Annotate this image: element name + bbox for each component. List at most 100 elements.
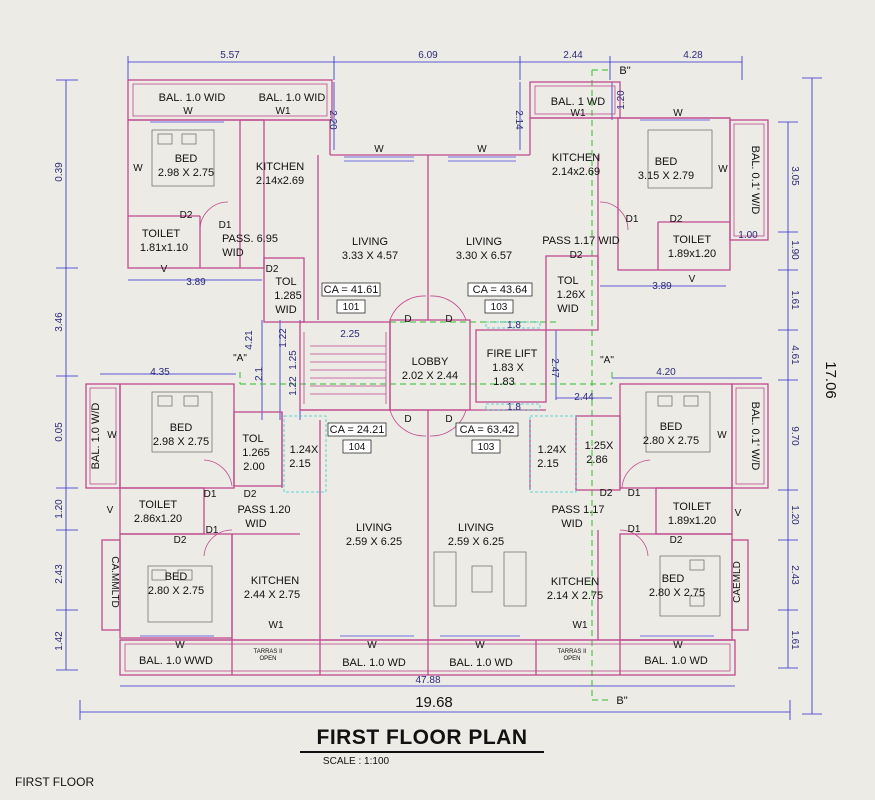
door-tag: D [445, 414, 452, 425]
overall-depth: 17.06 [822, 361, 839, 399]
dimension: 9.70 [789, 426, 800, 446]
carpet-area: CA = 43.64 [473, 284, 528, 296]
door-tag: D2 [670, 535, 683, 546]
section-marker: "A" [600, 355, 614, 366]
room-label: BAL. 1.0 WID [259, 92, 326, 104]
window-tag: W [107, 430, 117, 441]
room-dimension: 3.30 X 6.57 [456, 250, 512, 262]
dimension-texts: 5.57 6.09 2.44 4.28 47.88 19.68 17.06 0.… [54, 50, 839, 711]
room-labels: BAL. 1.0 WID BAL. 1.0 WID BAL. 1 WD BAL.… [90, 92, 761, 669]
room-label: BAL. 1.0 WD [449, 657, 513, 669]
walls [85, 79, 769, 676]
dimension: 1.00 [738, 230, 758, 241]
window-tag: W1 [573, 620, 588, 631]
door-tag: D2 [570, 250, 583, 261]
note-text: OPEN [563, 656, 580, 662]
room-label: PASS 1.17 WID [542, 235, 619, 247]
title-block: FIRST FLOOR PLAN [300, 726, 544, 753]
room-label: BAL. 1.0 W/D [90, 403, 102, 470]
room-label: BED [170, 422, 193, 434]
room-dimension: 1.89x1.20 [668, 248, 716, 260]
room-label: 1.25X [585, 440, 614, 452]
unit-number: 101 [343, 302, 360, 313]
room-dimension: 1.265 [242, 447, 270, 459]
room-label: BED [175, 153, 198, 165]
room-label: BED [660, 421, 683, 433]
room-dimension: 2.80 X 2.75 [148, 585, 204, 597]
room-label: BED [165, 571, 188, 583]
carpet-area: CA = 41.61 [324, 284, 379, 296]
dimension: 2.14 [513, 110, 524, 130]
room-dimension: 2.98 X 2.75 [153, 436, 209, 448]
ventilator-tag: V [161, 264, 168, 275]
room-label: BAL. 1.0 WD [342, 657, 406, 669]
room-label: BAL. 1.0 WWD [139, 655, 213, 667]
room-label: CA.MMLTD [109, 556, 120, 607]
window-tag: W [673, 108, 683, 119]
room-label: BAL. 1.0 WD [644, 655, 708, 667]
door-tag: D [404, 414, 411, 425]
dimension: 1.22 [278, 328, 289, 348]
room-label: BAL. 0.1' W/D [749, 146, 761, 215]
door-tag: D2 [180, 210, 193, 221]
dimension: 2.44 [563, 50, 583, 61]
room-label: PASS 1.17 [552, 504, 605, 516]
room-dimension: 1.89x1.20 [668, 515, 716, 527]
door-tag: D2 [174, 535, 187, 546]
dimension: 1.25 [288, 350, 299, 370]
room-label: BED [655, 156, 678, 168]
room-label: TOL [557, 275, 578, 287]
room-dimension: 2.14x2.69 [552, 166, 600, 178]
dimension: 4.21 [244, 330, 255, 350]
door-tag: D1 [219, 220, 232, 231]
furniture [147, 129, 721, 623]
windows [140, 119, 714, 637]
room-extra: WID [275, 304, 296, 316]
carpet-area-tags: CA = 41.61 101 CA = 43.64 103 CA = 24.21… [321, 282, 533, 454]
room-dimension: 1.81x1.10 [140, 242, 188, 254]
room-dimension: 1.83 X [492, 362, 524, 374]
room-dimension: 2.15 [289, 458, 310, 470]
room-label: BED [662, 573, 685, 585]
dimension: 5.57 [220, 50, 240, 61]
room-label: TOILET [673, 501, 712, 513]
dimension: 3.89 [652, 281, 672, 292]
room-label: KITCHEN [551, 576, 599, 588]
room-label: KITCHEN [552, 152, 600, 164]
window-tag: W [475, 640, 485, 651]
ventilator-tag: V [689, 274, 696, 285]
door-tag: D1 [628, 488, 641, 499]
room-dimension: 2.80 X 2.75 [649, 587, 705, 599]
room-dimension: 2.02 X 2.44 [402, 370, 458, 382]
overall-width: 19.68 [415, 694, 453, 711]
room-dimension: WID [222, 247, 243, 259]
room-dimension: 1.285 [274, 290, 302, 302]
room-label: TOL [242, 433, 263, 445]
floor-label: FIRST FLOOR [15, 775, 95, 789]
ducts [283, 321, 577, 493]
doors [199, 201, 651, 557]
window-tag: W1 [276, 106, 291, 117]
dimension: 2.25 [340, 329, 360, 340]
carpet-area: CA = 63.42 [460, 424, 515, 436]
window-tag: W [183, 106, 193, 117]
room-label: TOILET [142, 228, 181, 240]
dimension: 4.20 [656, 367, 676, 378]
door-tag: D2 [266, 264, 279, 275]
window-tag: W [367, 640, 377, 651]
window-tag: W [477, 144, 487, 155]
room-label: 1.24X [290, 444, 319, 456]
room-label: TOILET [673, 234, 712, 246]
note-text: OPEN [259, 656, 276, 662]
window-tag: W [374, 144, 384, 155]
door-tag: D2 [670, 214, 683, 225]
room-label: BAL. 1.0 WID [159, 92, 226, 104]
room-dimension: 2.14 X 2.75 [547, 590, 603, 602]
ventilator-tag: V [735, 508, 742, 519]
dimension: 1.22 [288, 376, 299, 396]
room-label: LIVING [352, 236, 388, 248]
dimension: 1.20 [789, 505, 800, 525]
room-dimension: 2.86x1.20 [134, 513, 182, 525]
room-label: LIVING [458, 522, 494, 534]
